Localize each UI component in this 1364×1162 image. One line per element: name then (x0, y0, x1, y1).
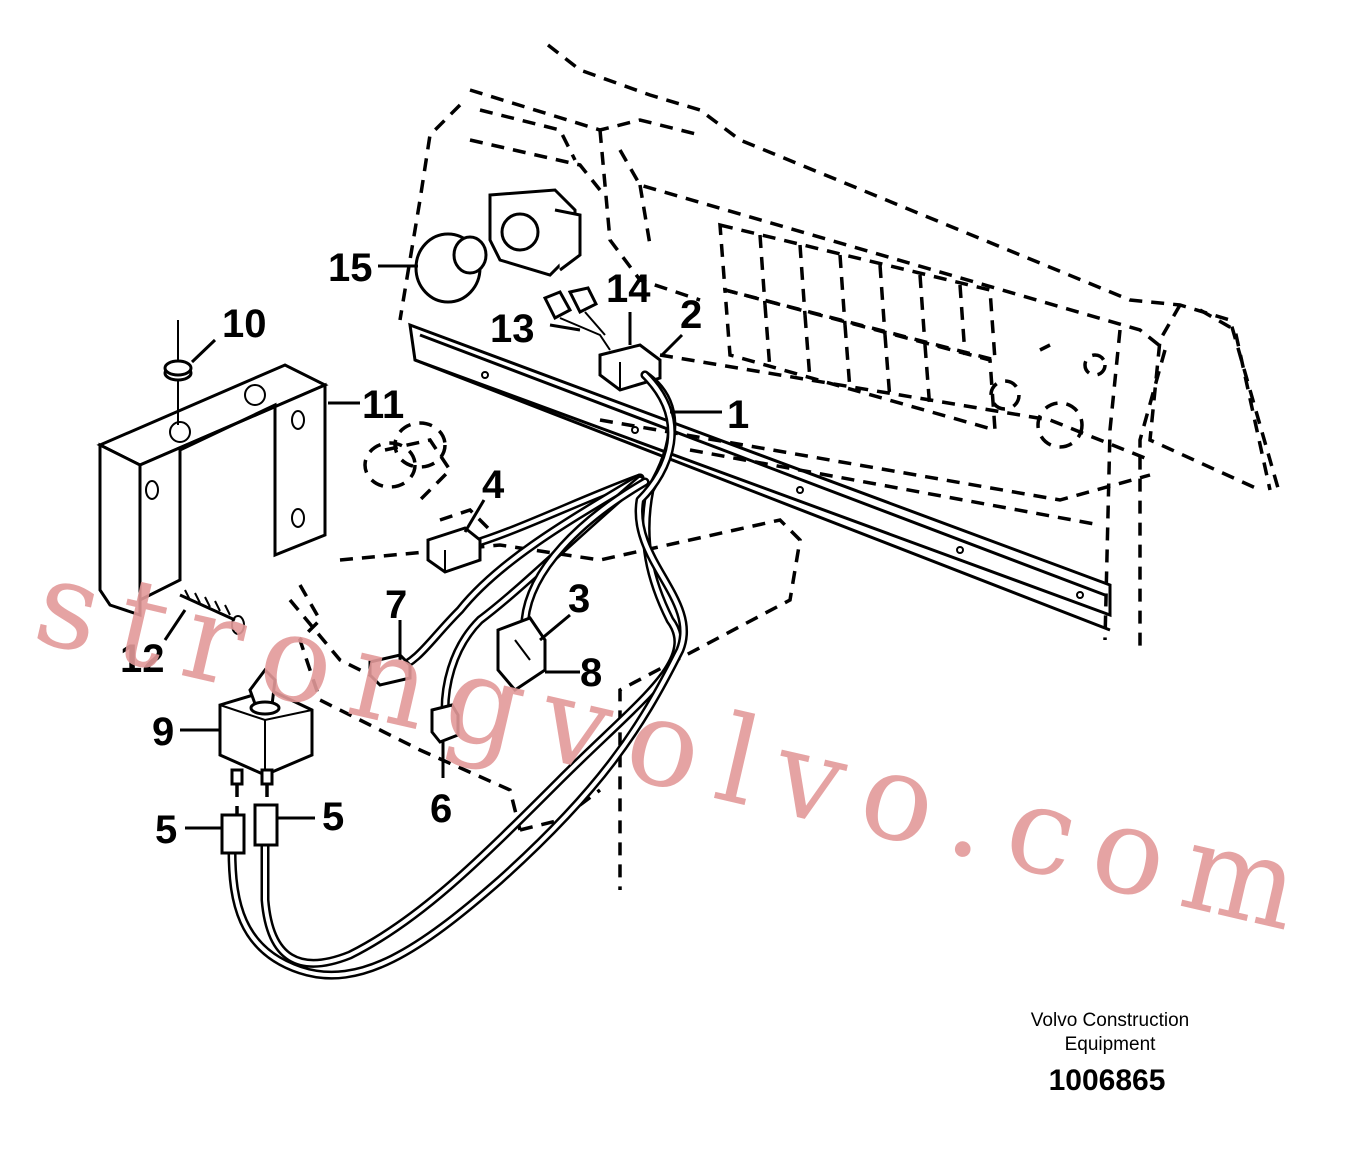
part-3-8-clip (496, 616, 547, 692)
part-4-connector (426, 526, 482, 574)
callout-4: 4 (482, 463, 505, 507)
switch-grid (718, 222, 997, 433)
callout-2: 2 (680, 293, 702, 337)
part-15-knob-switch (414, 188, 582, 304)
part-5-terminals (220, 784, 279, 855)
callout-11: 11 (362, 383, 404, 427)
callout-9: 9 (152, 710, 174, 754)
callout-3: 3 (568, 577, 590, 621)
callout-14: 14 (606, 267, 651, 311)
callout-1: 1 (727, 393, 749, 437)
part-12-screw (179, 589, 236, 622)
callout-10: 10 (222, 302, 267, 346)
gauge-circle (1036, 401, 1084, 449)
drawing-number: 1006865 (1049, 1064, 1166, 1097)
callout-7: 7 (385, 583, 407, 627)
callout-5-right: 5 (322, 795, 344, 839)
callout-13: 13 (490, 307, 535, 351)
part-6-connector (430, 703, 460, 744)
part-10-nut (163, 320, 193, 425)
part-9-toggle-switch (218, 667, 314, 786)
credit-line-2: Equipment (1065, 1034, 1157, 1055)
leader-lines (163, 264, 722, 830)
watermark: strongvolvo.com (23, 533, 1311, 959)
callout-15: 15 (328, 246, 373, 290)
instrument-panel-outline (288, 43, 1282, 890)
cable-harness (227, 370, 689, 980)
part-11-bracket (96, 363, 329, 635)
callout-12: 12 (120, 637, 165, 681)
credit-line-1: Volvo Construction (1031, 1010, 1189, 1031)
callout-6: 6 (430, 787, 452, 831)
callout-5-left: 5 (155, 808, 177, 852)
callout-8: 8 (580, 651, 602, 695)
part-13-14-connectors (542, 286, 611, 351)
mounting-rail (408, 322, 1112, 632)
credit-block: Volvo Construction Equipment 1006865 (1031, 1010, 1189, 1097)
callout-numbers: 1 2 3 4 5 5 6 7 8 9 10 11 12 13 14 15 (120, 246, 749, 852)
